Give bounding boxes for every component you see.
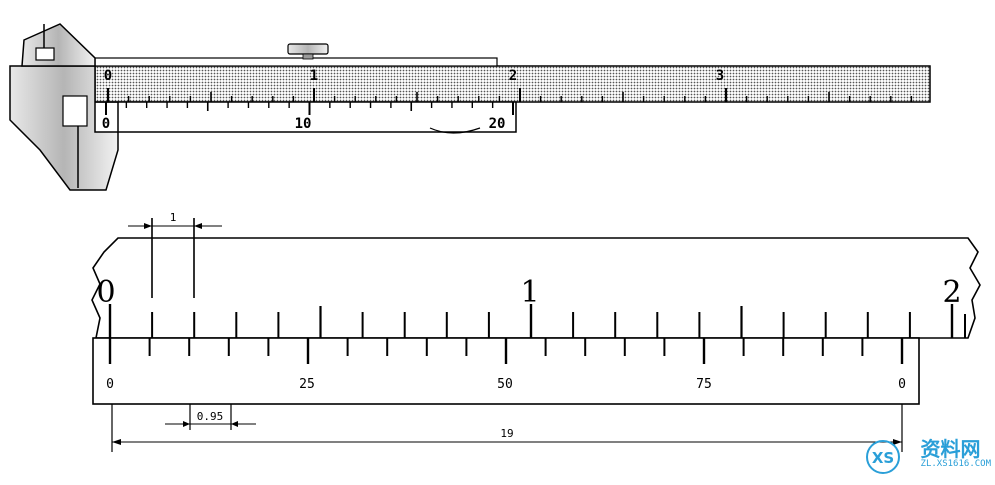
detail-main-label-1: 1 <box>520 275 539 310</box>
offset-label: 0.95 <box>197 410 224 423</box>
detail-vernier-label-end: 0 <box>898 377 906 392</box>
magnified-scale-detail: 0 1 2 0 25 50 75 0 1 0.95 19 <box>91 211 981 452</box>
detail-vernier-label-25: 25 <box>299 377 315 392</box>
detail-main-label-2: 2 <box>942 275 961 310</box>
caliper-main-label-0: 0 <box>104 68 112 84</box>
watermark-logo-icon: XS <box>866 440 900 474</box>
watermark-sub-text: ZL.XS1616.COM <box>920 459 991 469</box>
watermark-main-text: 资料网 <box>920 437 981 461</box>
lower-jaw-slot <box>62 95 88 127</box>
caliper-main-label-2: 2 <box>509 68 517 84</box>
main-beam <box>94 65 931 103</box>
upper-jaw-tip <box>35 47 55 61</box>
gap-label: 1 <box>170 211 177 224</box>
top-rail <box>94 57 498 67</box>
length-label: 19 <box>500 427 513 440</box>
caliper-vernier-scale-ticks <box>105 102 514 115</box>
detail-main-scale-ticks <box>108 304 966 338</box>
upper-jaw <box>21 23 96 67</box>
detail-main-scale <box>91 237 981 339</box>
detail-vernier-scale-ticks <box>108 338 904 364</box>
watermark-logo-text: XS <box>872 449 894 467</box>
detail-vernier-label-75: 75 <box>696 377 712 392</box>
thumb-screw <box>287 43 329 55</box>
detail-main-label-0: 0 <box>96 275 115 310</box>
watermark: 资料网 ZL.XS1616.COM <box>921 431 991 477</box>
detail-vernier-label-50: 50 <box>497 377 513 392</box>
caliper-vernier-label-0: 0 <box>102 116 110 132</box>
caliper-vernier-label-20: 20 <box>489 116 506 132</box>
caliper-main-scale-ticks <box>107 88 913 102</box>
vernier-notch <box>429 127 481 134</box>
caliper-illustration: 0 1 2 3 0 10 20 <box>9 23 931 191</box>
thumb-screw-stem <box>302 53 314 60</box>
fixed-jaw <box>9 65 119 191</box>
detail-vernier-label-0: 0 <box>106 377 114 392</box>
caliper-main-label-1: 1 <box>310 68 318 84</box>
caliper-main-label-3: 3 <box>716 68 724 84</box>
caliper-vernier-label-10: 10 <box>295 116 312 132</box>
